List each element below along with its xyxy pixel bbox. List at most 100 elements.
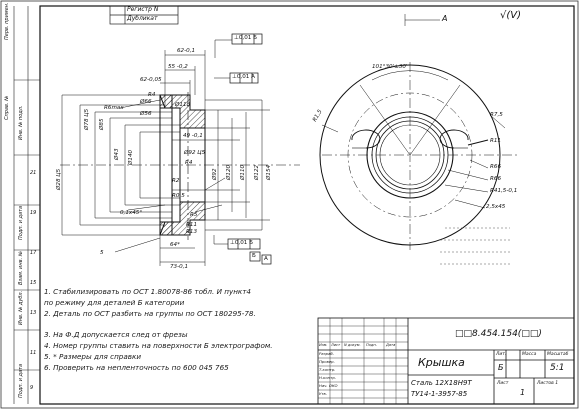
dim-label: Ø56 xyxy=(140,111,152,117)
radius-label: R11 xyxy=(490,138,502,144)
sheet-value: 1 xyxy=(520,388,526,397)
scale-label: Масштаб xyxy=(547,352,569,357)
side-number-7: 9 xyxy=(30,385,34,391)
dim-label: 73-0,1 xyxy=(170,264,189,270)
note-6: 6. Проверить на непленточность по 600 04… xyxy=(44,363,229,372)
dim-label: R0,5 xyxy=(172,193,185,199)
blank-rows xyxy=(440,227,510,265)
dim-label: 49 -0,1 xyxy=(183,133,203,139)
control-frame-3: ⊥0,01 Б xyxy=(230,240,253,246)
stamp-line2: Дубликат xyxy=(127,15,158,22)
section-dimension-lines xyxy=(61,39,263,266)
side-label-2: Справ. № xyxy=(4,95,10,120)
dim-label: Ø66 xyxy=(140,99,152,105)
side-number-1: 21 xyxy=(30,170,37,176)
side-number-2: 19 xyxy=(30,210,37,216)
left-strip xyxy=(13,6,40,404)
dim-label: R2 xyxy=(172,178,180,184)
dim-label: R4 xyxy=(185,160,193,166)
dim-label: Ø43 xyxy=(114,148,120,160)
scale-value: 5:1 xyxy=(550,363,565,373)
note-1: 1. Стабилизировать по ОСТ 1.80078-86 тоб… xyxy=(44,287,251,296)
hdr-izm: Изм. xyxy=(319,343,328,347)
sheet-label: Лист xyxy=(497,381,509,386)
radius-label: R7,5 xyxy=(490,112,503,118)
note-4: 4. Номер группы ставить на поверхности Б… xyxy=(44,341,273,350)
dim-label: R5 xyxy=(190,212,198,218)
dim-label: Ø140 xyxy=(128,149,134,165)
material-line-2: ТУ14-1-3957-85 xyxy=(411,390,468,398)
angle-label: 101°30'±30' xyxy=(372,64,408,70)
side-number-6: 11 xyxy=(30,350,37,356)
side-label-3: Инв. № подл. xyxy=(18,105,24,141)
row-label: Утв. xyxy=(319,391,327,396)
material-line-1: Сталь 12Х18Н9Т xyxy=(411,379,472,387)
front-view xyxy=(319,14,520,250)
dim-label: 64* xyxy=(170,242,180,248)
row-label: Нач. ОКО xyxy=(319,383,338,388)
dim-label: 55 -0,2 xyxy=(168,64,188,70)
dim-label: Ø78 Ц5 xyxy=(84,108,90,130)
dim-label: R6max xyxy=(104,105,124,111)
dim-label: R11 xyxy=(186,222,198,228)
side-number-4: 15 xyxy=(30,280,37,286)
title-block-grid xyxy=(317,317,575,405)
note-3: 3. На Ф.Д допускается след от фрезы xyxy=(44,330,188,339)
row-label: Разраб. xyxy=(319,351,334,356)
sheets-total: Листов 1 xyxy=(537,381,559,386)
note-1b: по режиму для деталей Б категории xyxy=(44,298,185,307)
dim-label: 62-0,05 xyxy=(140,77,162,83)
row-label: Провер. xyxy=(319,359,335,364)
surface-finish-mark: √(V) xyxy=(500,10,522,21)
datum-a: А xyxy=(264,256,268,262)
top-stamp-box xyxy=(109,5,179,25)
dim-label: Ø122 xyxy=(254,164,260,180)
side-label-1: Перв. примен. xyxy=(4,2,10,40)
side-label-4: Подп. и дата xyxy=(18,205,24,240)
part-title: Крышка xyxy=(418,356,465,369)
radius-label: R66 xyxy=(490,176,502,182)
radius-label: R41,5-0,1 xyxy=(490,188,518,194)
radius-label: R66 xyxy=(490,164,502,170)
mass-label: Масса xyxy=(522,352,537,357)
hdr-doc: N докум. xyxy=(344,343,361,347)
dim-label: Ø154 xyxy=(266,164,272,180)
lit-label: Лит. xyxy=(496,352,507,357)
dim-label: Ø120 xyxy=(226,164,232,180)
dim-label: Ø28 Ц5 xyxy=(56,168,62,190)
dim-label: Ø92 Ц5 xyxy=(184,150,206,156)
stamp-line1: Регистр N xyxy=(127,6,159,13)
dim-label: 0,1x45° xyxy=(120,210,143,216)
row-label: Н.контр. xyxy=(319,375,336,380)
view-letter: A xyxy=(442,14,448,23)
datum-b: Б xyxy=(252,253,256,259)
hdr-sign: Подп. xyxy=(366,343,377,347)
chamfer-label: 2,5x45 xyxy=(486,204,506,210)
side-label-7: Подп. и дата xyxy=(18,363,24,398)
dim-label: Ø85 xyxy=(99,118,105,130)
dim-label: 5 xyxy=(100,250,104,256)
document-number: □□8.454.154(□□) xyxy=(455,329,542,339)
hdr-date: Дата xyxy=(386,343,396,347)
note-2: 2. Деталь по ОСТ разбить на группы по ОС… xyxy=(44,309,256,318)
dim-label: R4 xyxy=(148,92,156,98)
control-frame-1: ⊥0,01 Б xyxy=(234,35,257,41)
section-view xyxy=(60,92,300,240)
hdr-list: Лист xyxy=(331,343,341,347)
control-frames xyxy=(227,33,272,265)
side-label-6: Инв. № дубл. xyxy=(18,290,24,325)
side-number-3: 17 xyxy=(30,250,37,256)
dim-label: Ø118 xyxy=(175,102,191,108)
dim-label: R13 xyxy=(186,229,198,235)
letter-value: Б xyxy=(498,363,504,372)
dim-label: Ø110 xyxy=(240,164,246,180)
control-frame-2: ⊥0,01 А xyxy=(232,74,255,80)
row-label: Т.контр. xyxy=(319,367,336,372)
dim-label: Ø92 xyxy=(212,168,218,180)
side-number-5: 13 xyxy=(30,310,37,316)
side-label-5: Взам. инв. № xyxy=(18,251,24,285)
dim-label: 62-0,1 xyxy=(177,48,196,54)
